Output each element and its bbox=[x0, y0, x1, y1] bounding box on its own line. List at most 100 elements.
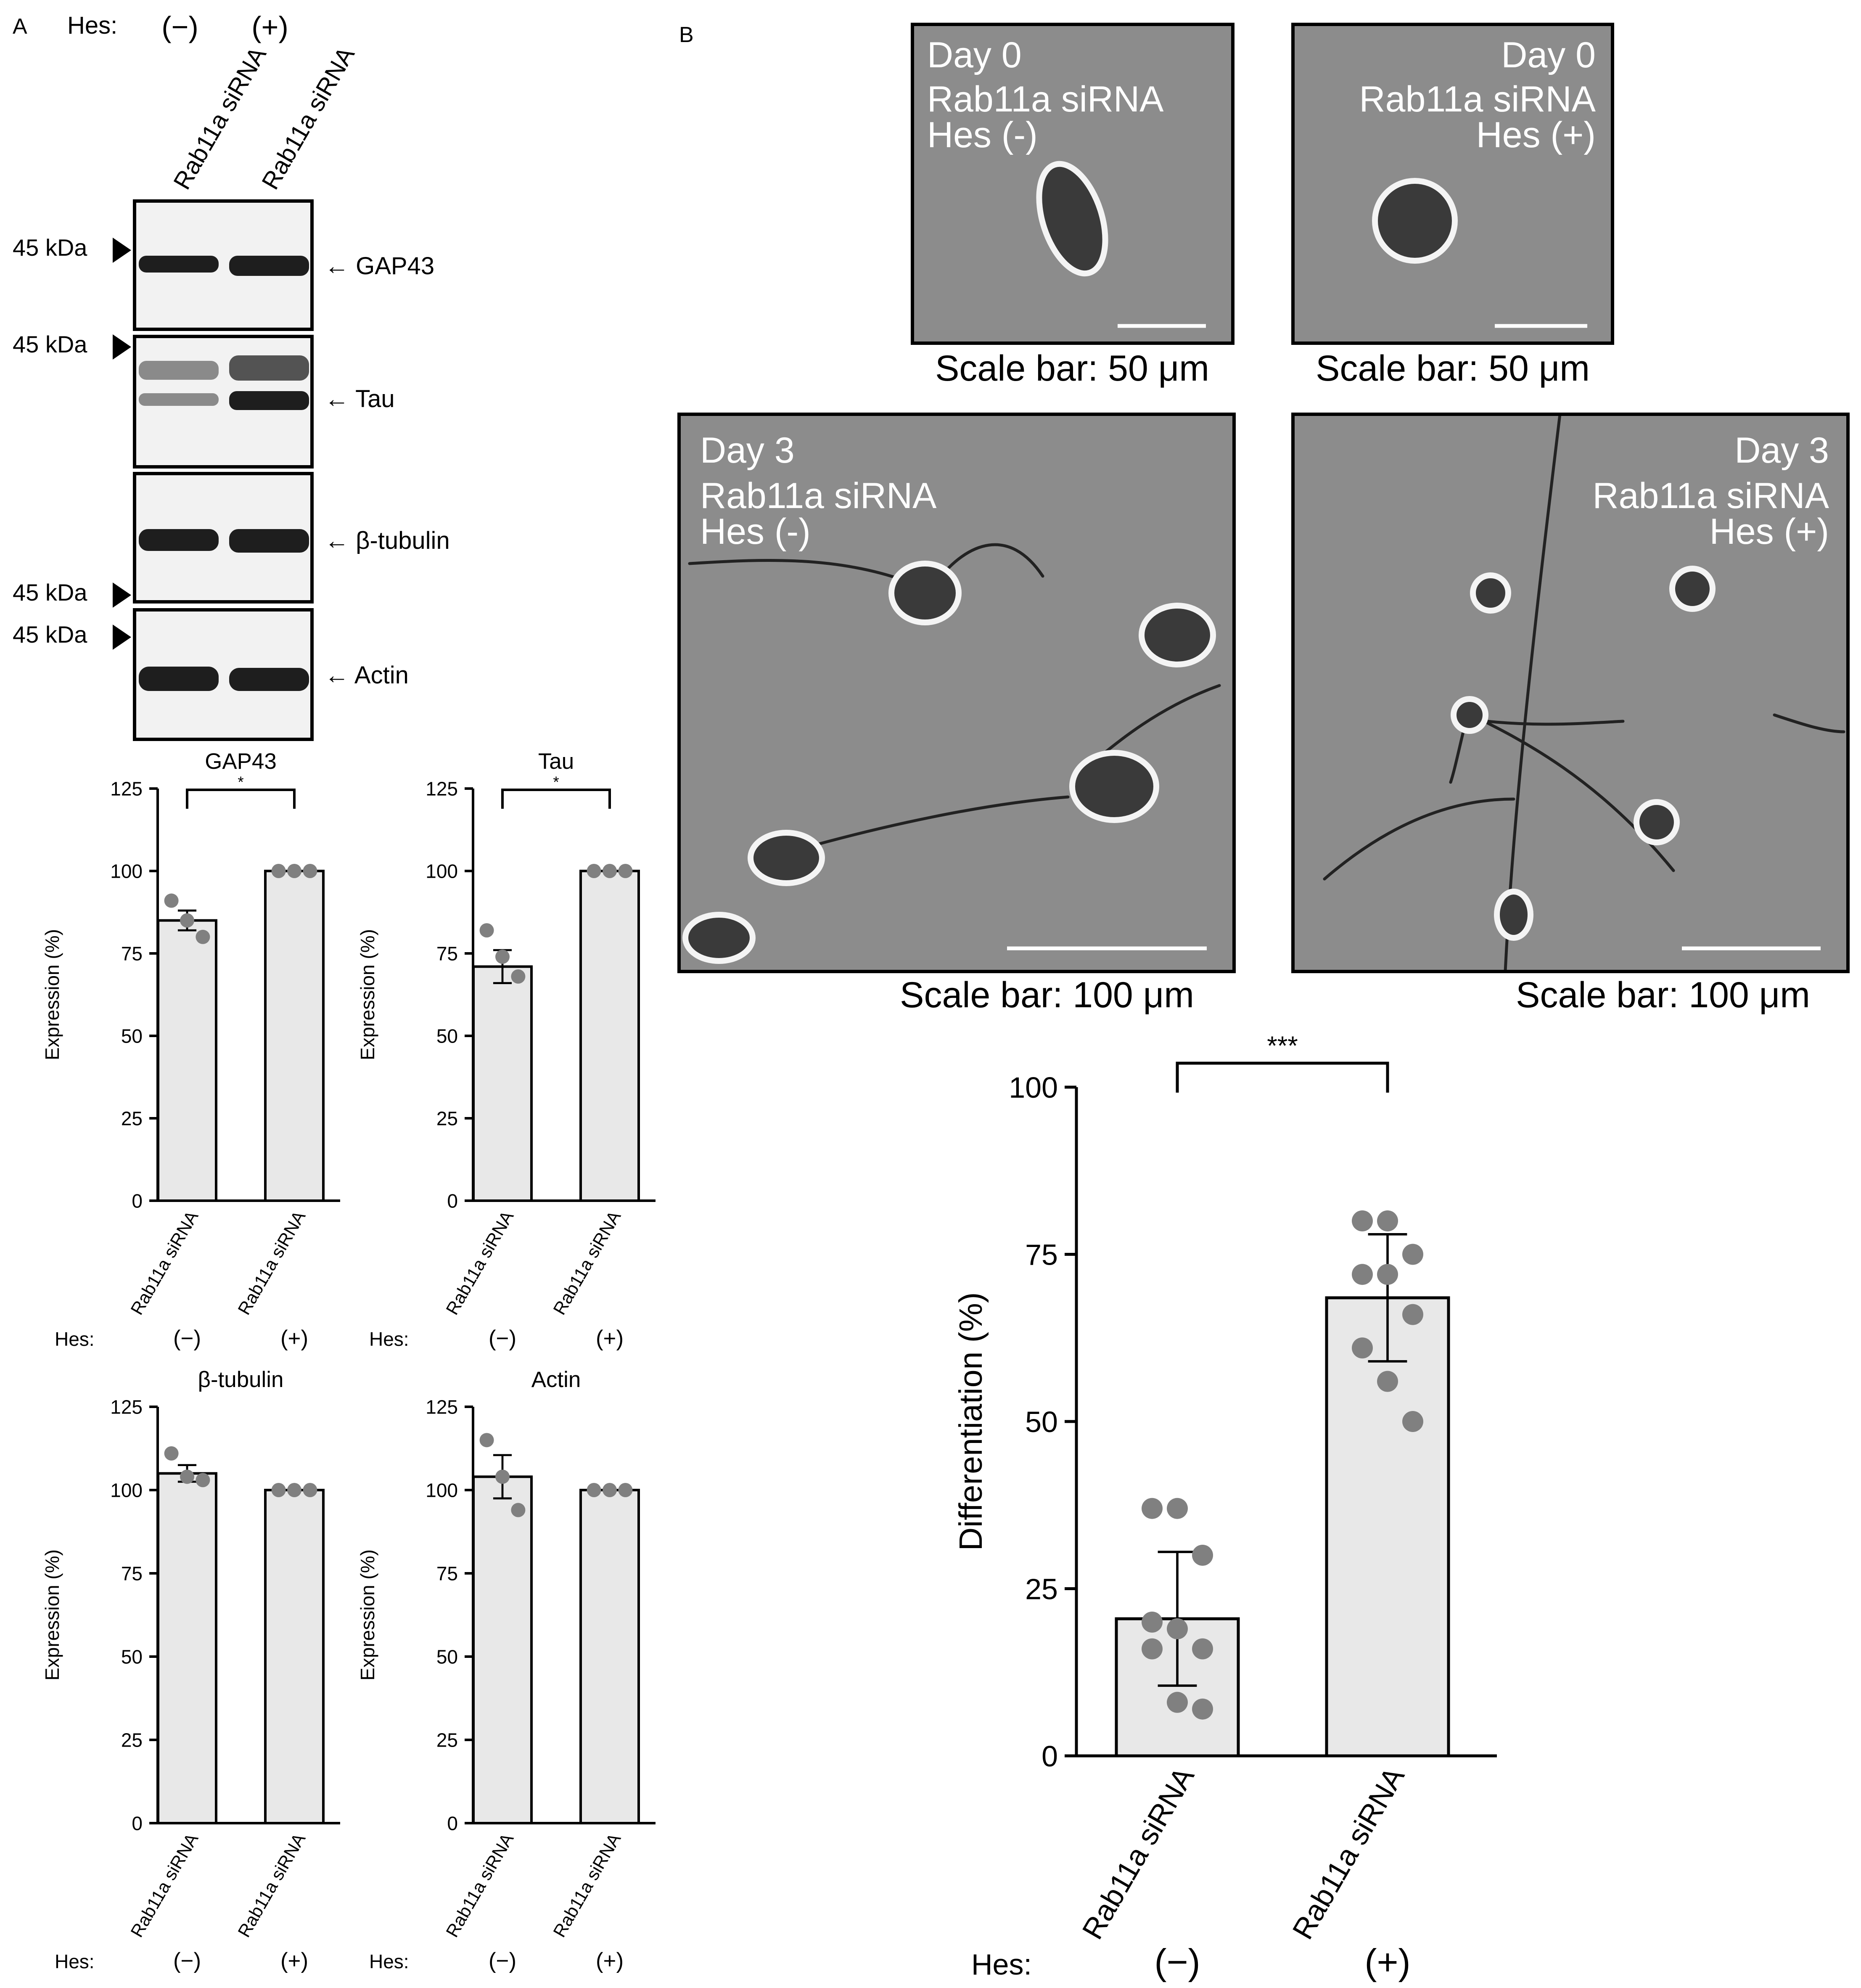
data-point bbox=[1192, 1545, 1213, 1566]
hes-row-label: Hes: bbox=[971, 1948, 1032, 1981]
blot-gap43 bbox=[133, 199, 314, 331]
scale-caption: Scale bar: 50 μm bbox=[1316, 348, 1590, 389]
data-point bbox=[603, 864, 617, 878]
hes-group-label: (+) bbox=[596, 1948, 624, 1973]
hes-row-label: Hes: bbox=[369, 1951, 409, 1972]
panel-a-hes-minus: (−) bbox=[161, 11, 198, 43]
bar bbox=[264, 1489, 325, 1824]
y-tick-label: 100 bbox=[426, 1480, 458, 1501]
micrograph-day-label: Day 3 bbox=[1734, 430, 1829, 471]
micrograph-siRNA-label: Rab11a siRNA bbox=[1359, 79, 1596, 119]
y-tick-label: 75 bbox=[436, 943, 458, 965]
data-point bbox=[180, 913, 194, 928]
y-tick-label: 100 bbox=[110, 1480, 143, 1501]
micrograph-day0-hes-plus: Day 0 Rab11a siRNA Hes (+) Scale bar: 50… bbox=[1291, 23, 1614, 389]
panel-a-hes-plus: (+) bbox=[251, 11, 288, 43]
svg-text:45 kDa: 45 kDa bbox=[13, 579, 87, 606]
y-tick-label: 50 bbox=[436, 1646, 458, 1668]
data-point bbox=[1377, 1371, 1398, 1392]
blot-actin bbox=[133, 608, 314, 741]
data-point bbox=[1142, 1498, 1163, 1519]
y-tick-label: 25 bbox=[436, 1729, 458, 1751]
y-tick-label: 100 bbox=[426, 860, 458, 882]
micrograph-hes-label: Hes (-) bbox=[700, 511, 811, 552]
data-point bbox=[479, 1433, 494, 1448]
data-point bbox=[1192, 1698, 1213, 1720]
category-label: Rab11a siRNA bbox=[234, 1829, 309, 1940]
svg-text:45 kDa: 45 kDa bbox=[13, 234, 87, 261]
blot-lane-label-minus: Rab11a siRNA bbox=[168, 42, 272, 194]
y-tick-label: 25 bbox=[1025, 1573, 1058, 1606]
data-point bbox=[271, 1483, 286, 1497]
blot-tau bbox=[133, 335, 314, 469]
micrograph-day3-hes-plus: Day 3 Rab11a siRNA Hes (+) Scale bar: 10… bbox=[1291, 413, 1850, 1015]
micrograph-hes-label: Hes (+) bbox=[1476, 115, 1596, 155]
bar bbox=[579, 870, 640, 1202]
data-point bbox=[1167, 1498, 1188, 1519]
data-point bbox=[587, 1483, 601, 1497]
data-point bbox=[1402, 1411, 1423, 1432]
y-tick-label: 25 bbox=[121, 1729, 143, 1751]
category-label: Rab11a siRNA bbox=[442, 1829, 517, 1940]
data-point bbox=[1352, 1337, 1373, 1359]
significance-label: *** bbox=[1267, 1031, 1298, 1061]
hes-group-label: (+) bbox=[280, 1948, 308, 1973]
micrograph-day-label: Day 3 bbox=[700, 430, 795, 471]
data-point bbox=[495, 1469, 510, 1484]
data-point bbox=[271, 864, 286, 878]
micrograph-hes-label: Hes (-) bbox=[927, 115, 1038, 155]
panel-a-hes-label: Hes: bbox=[67, 12, 117, 39]
hes-group-label: (−) bbox=[1154, 1941, 1200, 1983]
svg-text:45 kDa: 45 kDa bbox=[13, 331, 87, 357]
panel-b-micrographs: B Day 0 Rab11a siRNA Hes (-) Scale bar: … bbox=[677, 23, 1850, 1015]
y-tick-label: 0 bbox=[132, 1813, 143, 1834]
y-tick-label: 0 bbox=[132, 1190, 143, 1212]
blot-label-actin: ← Actin bbox=[325, 662, 409, 689]
bar bbox=[157, 1472, 217, 1824]
marker-arrow-icon bbox=[113, 582, 131, 608]
micrograph-day-label: Day 0 bbox=[927, 35, 1022, 75]
micrograph-siRNA-label: Rab11a siRNA bbox=[927, 79, 1164, 119]
panel-b-label: B bbox=[679, 23, 694, 47]
data-point bbox=[511, 969, 526, 984]
y-tick-label: 0 bbox=[447, 1190, 458, 1212]
scale-caption: Scale bar: 50 μm bbox=[935, 348, 1209, 389]
data-point bbox=[479, 923, 494, 938]
data-point bbox=[603, 1483, 617, 1497]
y-tick-label: 125 bbox=[110, 778, 143, 800]
blot-lane-label-plus: Rab11a siRNA bbox=[256, 42, 360, 194]
y-tick-label: 25 bbox=[436, 1108, 458, 1130]
y-tick-label: 75 bbox=[1025, 1239, 1058, 1271]
bar bbox=[472, 965, 533, 1202]
bar bbox=[264, 870, 325, 1202]
micrograph-day0-hes-minus: Day 0 Rab11a siRNA Hes (-) Scale bar: 50… bbox=[911, 23, 1234, 389]
micrograph-siRNA-label: Rab11a siRNA bbox=[700, 476, 937, 516]
category-label: Rab11a siRNA bbox=[442, 1207, 517, 1318]
hes-group-label: (+) bbox=[596, 1326, 624, 1351]
y-axis-label: Differentiation (%) bbox=[953, 1292, 989, 1551]
hes-group-label: (+) bbox=[1364, 1941, 1410, 1983]
blot-label-tau: ← Tau bbox=[325, 385, 395, 413]
data-point bbox=[196, 1473, 210, 1488]
bar bbox=[579, 1489, 640, 1824]
significance-bracket bbox=[186, 789, 296, 809]
micrograph-day3-hes-minus: Day 3 Rab11a siRNA Hes (-) Scale bar: 10… bbox=[677, 413, 1236, 1015]
chart-title: β-tubulin bbox=[198, 1367, 284, 1392]
data-point bbox=[1377, 1264, 1398, 1285]
data-point bbox=[1377, 1210, 1398, 1231]
hes-group-label: (−) bbox=[489, 1326, 516, 1351]
y-tick-label: 125 bbox=[110, 1396, 143, 1418]
data-point bbox=[1142, 1612, 1163, 1633]
mw-marker-2: 45 kDa bbox=[13, 331, 131, 360]
category-label: Rab11a siRNA bbox=[127, 1829, 202, 1940]
scale-caption: Scale bar: 100 μm bbox=[1516, 975, 1810, 1015]
y-tick-label: 125 bbox=[426, 778, 458, 800]
bar bbox=[157, 919, 217, 1202]
data-point bbox=[287, 1483, 301, 1497]
panel-a-blots: A Hes: (−) (+) Rab11a siRNA Rab11a siRNA bbox=[13, 11, 450, 741]
data-point bbox=[618, 864, 633, 878]
mw-marker-4: 45 kDa bbox=[13, 621, 131, 650]
